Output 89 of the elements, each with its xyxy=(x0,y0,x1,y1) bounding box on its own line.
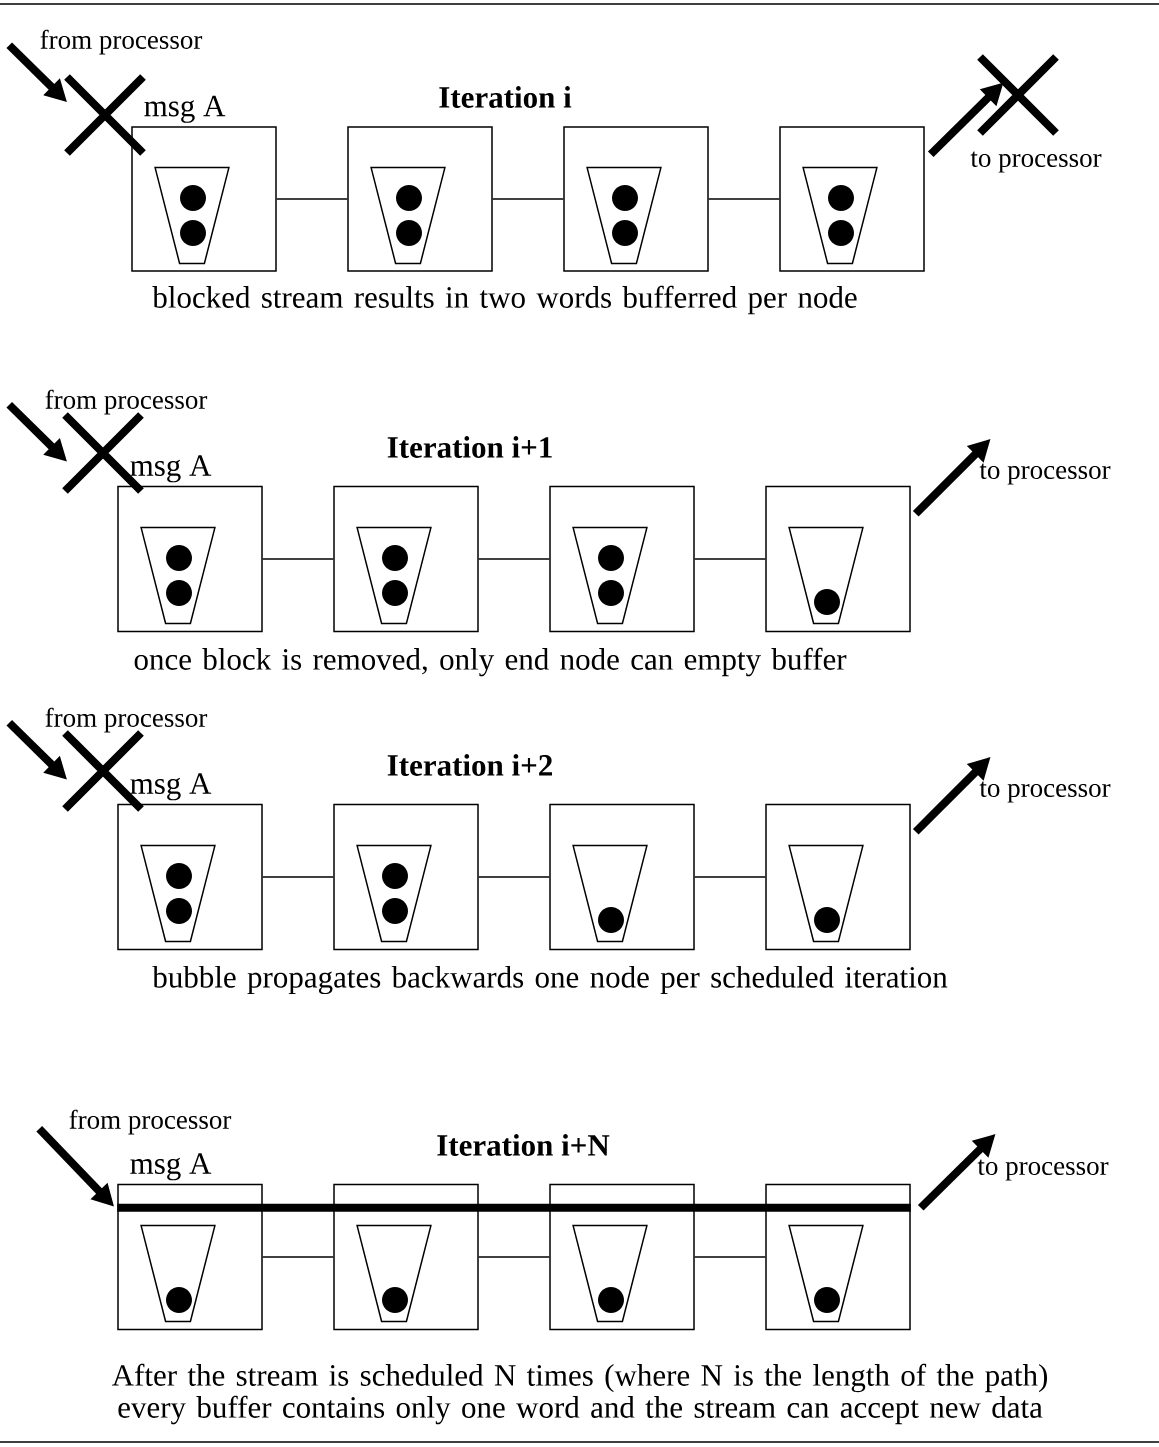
router-box xyxy=(333,1183,479,1331)
node-label: msg A xyxy=(130,773,212,801)
word-dot xyxy=(612,220,638,246)
word-dot xyxy=(814,907,840,933)
buffer-trapezoid xyxy=(788,844,864,943)
link-line xyxy=(694,1256,766,1258)
router-box: msg A xyxy=(131,95,277,272)
caption: bubble propagates backwards one node per scheduled iteration xyxy=(152,965,948,995)
router-box xyxy=(549,803,695,951)
word-dot xyxy=(814,589,840,615)
word-dot xyxy=(396,185,422,211)
node-label: msg A xyxy=(130,1153,212,1181)
router-box xyxy=(765,803,911,951)
node-label: msg A xyxy=(144,95,226,123)
router-box xyxy=(549,1183,695,1331)
word-dot xyxy=(382,545,408,571)
word-dot xyxy=(382,580,408,606)
link-line xyxy=(276,198,348,200)
word-dot xyxy=(166,898,192,924)
buffer-trapezoid xyxy=(356,844,432,943)
word-dot xyxy=(382,898,408,924)
buffer-trapezoid xyxy=(802,166,878,265)
link-line xyxy=(262,876,334,878)
link-line xyxy=(694,876,766,878)
edge-label: to processor xyxy=(979,781,1111,803)
router-box xyxy=(765,485,911,633)
word-dot xyxy=(382,863,408,889)
link-line xyxy=(478,876,550,878)
buffer-trapezoid xyxy=(572,526,648,625)
buffer-trapezoid xyxy=(572,844,648,943)
buffer-trapezoid xyxy=(370,166,446,265)
router-box xyxy=(333,803,479,951)
word-dot xyxy=(166,863,192,889)
word-dot xyxy=(166,580,192,606)
router-box xyxy=(333,485,479,633)
buffer-trapezoid xyxy=(788,1224,864,1323)
word-dot xyxy=(598,1287,624,1313)
router-box xyxy=(347,126,493,272)
router-box xyxy=(779,126,925,272)
link-line xyxy=(478,558,550,560)
word-dot xyxy=(598,545,624,571)
buffer-trapezoid xyxy=(140,844,216,943)
router-box: msg A xyxy=(117,773,263,951)
edge-label: from processor xyxy=(40,29,203,55)
edge-label: from processor xyxy=(69,1109,232,1135)
caption: blocked stream results in two words bufferred per node xyxy=(152,285,857,315)
router-box: msg A xyxy=(117,1153,263,1331)
iteration-title: Iteration i+1 xyxy=(387,436,552,458)
word-dot xyxy=(382,1287,408,1313)
router-box xyxy=(765,1183,911,1331)
word-dot xyxy=(598,907,624,933)
buffer-trapezoid xyxy=(356,526,432,625)
link-line xyxy=(492,198,564,200)
word-dot xyxy=(396,220,422,246)
word-dot xyxy=(828,185,854,211)
router-box xyxy=(563,126,709,272)
iteration-title: Iteration i+N xyxy=(437,1134,610,1156)
edge-label: to processor xyxy=(979,463,1111,485)
word-dot xyxy=(180,185,206,211)
word-dot xyxy=(814,1287,840,1313)
link-line xyxy=(694,558,766,560)
node-label: msg A xyxy=(130,455,212,483)
buffer-trapezoid xyxy=(140,1224,216,1323)
edge-label: to processor xyxy=(977,1159,1109,1181)
buffer-trapezoid xyxy=(140,526,216,625)
link-line xyxy=(262,1256,334,1258)
iteration-title: Iteration i xyxy=(439,86,572,108)
buffer-trapezoid xyxy=(586,166,662,265)
edge-label: from processor xyxy=(45,707,208,733)
word-dot xyxy=(598,580,624,606)
word-dot xyxy=(612,185,638,211)
link-line xyxy=(262,558,334,560)
link-line xyxy=(478,1256,550,1258)
buffer-trapezoid xyxy=(788,526,864,625)
word-dot xyxy=(166,1287,192,1313)
iteration-title: Iteration i+2 xyxy=(387,754,552,776)
router-box: msg A xyxy=(117,455,263,633)
buffer-trapezoid xyxy=(572,1224,648,1323)
link-line xyxy=(708,198,780,200)
buffer-trapezoid xyxy=(356,1224,432,1323)
word-dot xyxy=(180,220,206,246)
caption: After the stream is scheduled N times (where N is the length of the path) every buffer contains only one word and the stream can accept new data xyxy=(112,1363,1048,1425)
caption: once block is removed, only end node can empty buffer xyxy=(134,647,847,677)
word-dot xyxy=(166,545,192,571)
router-box xyxy=(549,485,695,633)
buffer-trapezoid xyxy=(154,166,230,265)
edge-label: from processor xyxy=(45,389,208,415)
word-dot xyxy=(828,220,854,246)
edge-label: to processor xyxy=(970,151,1102,173)
